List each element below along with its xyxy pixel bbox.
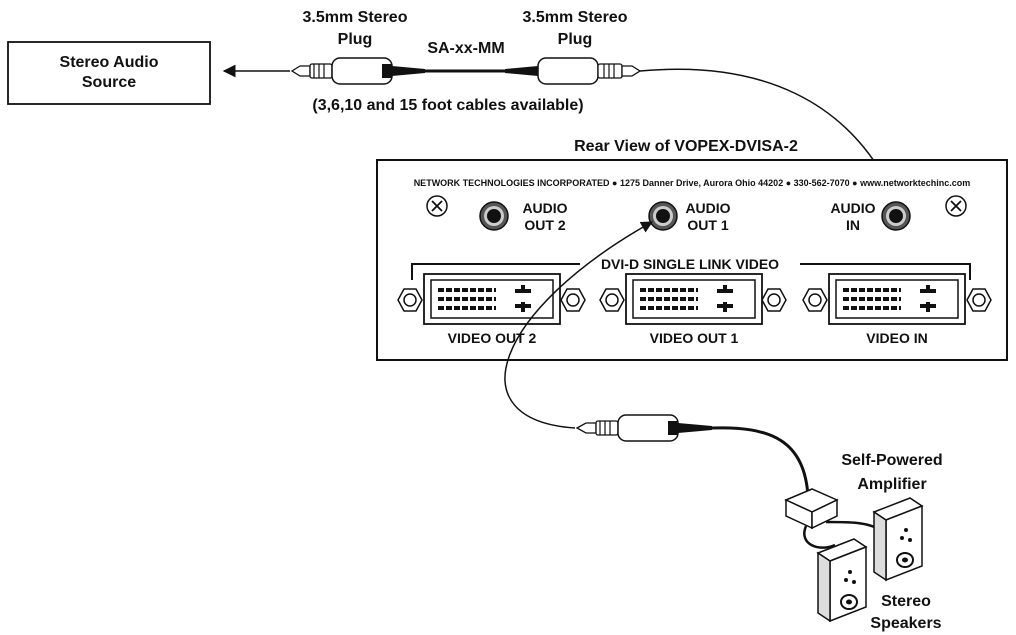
- device-title: Rear View of VOPEX-DVISA-2: [574, 138, 798, 155]
- video-out1-connector: [599, 273, 787, 325]
- audio-out1-label-line2: OUT 1: [687, 217, 728, 233]
- video-in-label: VIDEO IN: [866, 330, 927, 346]
- device-rear-panel: NETWORK TECHNOLOGIES INCORPORATED ● 1275…: [376, 159, 1008, 361]
- stereo-cable: [290, 57, 642, 85]
- jack-plug-icon: [505, 57, 642, 85]
- speakers-label-line2: Speakers: [870, 615, 941, 632]
- cable-part-number: SA-xx-MM: [427, 40, 504, 57]
- dvi-connector-icon: [835, 279, 959, 319]
- speakers-label-line1: Stereo: [881, 593, 931, 610]
- left-plug-label-line2: Plug: [338, 31, 373, 48]
- dvi-connector-icon: [632, 279, 756, 319]
- thumbscrew-icon: [426, 195, 448, 217]
- audio-in-label-line1: AUDIO: [830, 200, 875, 216]
- thumbscrew-icon: [945, 195, 967, 217]
- jack-plug-icon: [575, 414, 712, 442]
- dvi-group-label: DVI-D SINGLE LINK VIDEO: [601, 256, 779, 272]
- dvi-connector-icon: [430, 279, 554, 319]
- source-label-line2: Source: [82, 74, 136, 91]
- audio-out2-jack: [479, 201, 509, 231]
- video-out2-connector: [397, 273, 586, 325]
- audio-out1-connection-line: [504, 221, 654, 429]
- amplifier: [784, 488, 839, 530]
- speaker-icon: [816, 538, 868, 623]
- amplifier-label-line2: Amplifier: [857, 476, 926, 493]
- speaker-icon: [872, 497, 924, 582]
- manufacturer-line: NETWORK TECHNOLOGIES INCORPORATED ● 1275…: [414, 178, 971, 188]
- right-plug-label-line2: Plug: [558, 31, 593, 48]
- audio-out2-label-line1: AUDIO: [522, 200, 567, 216]
- amplifier-label-line1: Self-Powered: [841, 452, 942, 469]
- right-plug-label-line1: 3.5mm Stereo: [523, 9, 628, 26]
- audio-out1-label-line1: AUDIO: [685, 200, 730, 216]
- audio-out1-jack: [648, 201, 678, 231]
- video-out2-label: VIDEO OUT 2: [448, 330, 537, 346]
- jack-plug-icon: [290, 57, 425, 85]
- video-in-connector: [802, 273, 992, 325]
- audio-in-jack: [881, 201, 911, 231]
- cable-lengths-note: (3,6,10 and 15 foot cables available): [312, 97, 583, 114]
- audio-out2-label-line2: OUT 2: [524, 217, 565, 233]
- source-label-line1: Stereo Audio: [60, 54, 159, 71]
- audio-in-label-line2: IN: [846, 217, 860, 233]
- stereo-audio-source-box: Stereo Audio Source: [7, 41, 211, 105]
- left-plug-label-line1: 3.5mm Stereo: [303, 9, 408, 26]
- video-out1-label: VIDEO OUT 1: [650, 330, 739, 346]
